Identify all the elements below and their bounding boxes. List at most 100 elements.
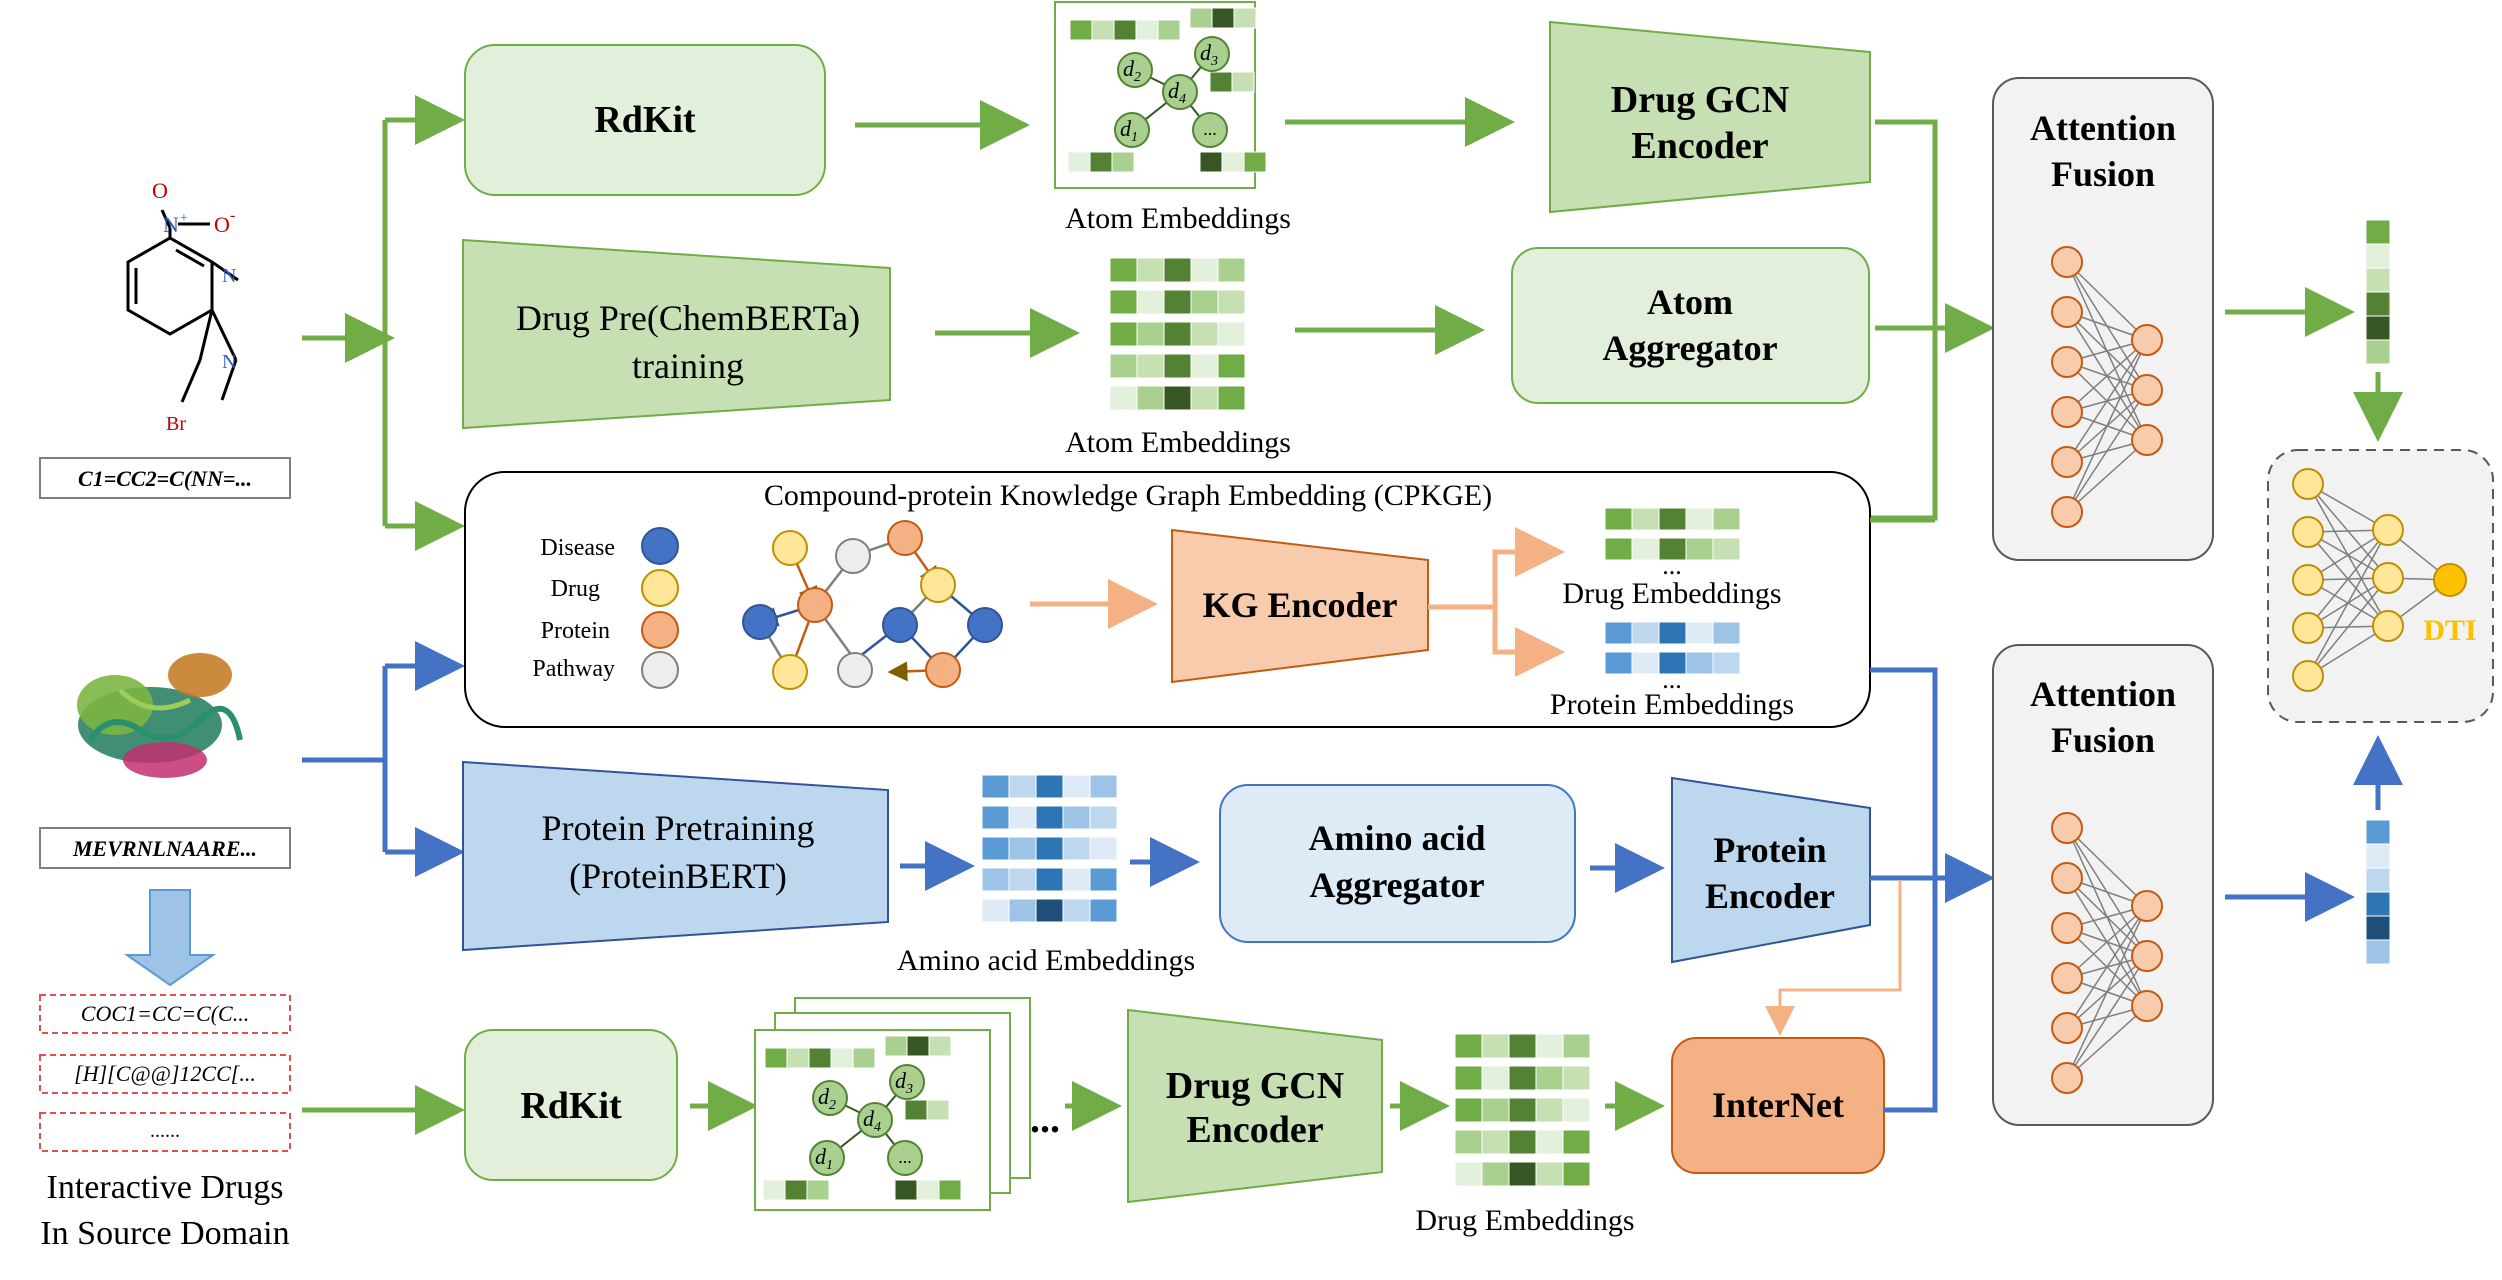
interactive-drug-smiles-1: COC1=CC=C(C... bbox=[81, 1001, 249, 1026]
drug-pretraining-label-1: Drug Pre(ChemBERTa) bbox=[516, 298, 860, 338]
source-graph-dots: ... bbox=[1030, 1096, 1060, 1141]
amino-acid-embeddings-matrix bbox=[981, 774, 1118, 923]
br-label: Br bbox=[166, 413, 186, 435]
svg-text:...: ... bbox=[898, 1147, 912, 1167]
kg-encoder-label: KG Encoder bbox=[1203, 585, 1398, 625]
kg-drug-embeddings-label: Drug Embeddings bbox=[1562, 577, 1781, 610]
attention-fusion-bottom-network bbox=[2051, 812, 2163, 1094]
atom-aggregator-label-1: Atom bbox=[1647, 282, 1733, 322]
attention-fusion-bottom-label-2: Fusion bbox=[2051, 720, 2155, 760]
kg-drug-dots: ... bbox=[1662, 551, 1682, 580]
legend-swatch-pathway bbox=[641, 651, 679, 689]
interactive-drug-box-1 bbox=[39, 994, 291, 1034]
atom-embeddings-mid-matrix bbox=[1109, 257, 1246, 411]
drug-gcn-top-label-2: Encoder bbox=[1631, 125, 1768, 167]
protein-structure-image bbox=[77, 653, 243, 778]
nitro-plus-label: + bbox=[180, 211, 188, 226]
drug-fused-vector bbox=[2365, 219, 2391, 365]
graph-node-ellipsis bbox=[1192, 112, 1228, 148]
kg-encoder-output-arrows bbox=[1428, 527, 1565, 677]
legend-swatch-disease bbox=[641, 527, 679, 565]
protein-encoder-label-1: Protein bbox=[1713, 830, 1826, 870]
drug-gcn-bottom-encoder bbox=[1127, 1008, 1383, 1204]
rdkit-bottom-label: RdKit bbox=[520, 1085, 622, 1127]
cpkge-to-protein-fusion-line bbox=[1870, 667, 1938, 880]
drug-gcn-bottom-label-2: Encoder bbox=[1186, 1109, 1323, 1151]
graph-node-d4 bbox=[1162, 74, 1198, 110]
internet-to-protein-fusion-line bbox=[1884, 880, 1938, 1113]
source-drug-embeddings-matrix bbox=[1454, 1033, 1591, 1187]
amino-acid-aggregator-label-1: Amino acid bbox=[1308, 818, 1485, 858]
attention-fusion-top-network bbox=[2051, 246, 2163, 528]
protein-encoder-label-2: Encoder bbox=[1705, 876, 1835, 916]
legend-swatch-protein bbox=[641, 611, 679, 649]
nitro-o-label: O bbox=[152, 178, 168, 203]
drug-pretraining-box bbox=[462, 238, 891, 430]
rdkit-top-box bbox=[464, 44, 826, 196]
interactive-drugs-title-2: In Source Domain bbox=[40, 1215, 289, 1252]
down-arrow-icon bbox=[123, 889, 217, 987]
rdkit-bottom-box bbox=[464, 1029, 678, 1181]
graph-node-d2 bbox=[812, 1080, 848, 1116]
cpkge-legend: Disease Drug Protein Pathway bbox=[532, 527, 679, 689]
drug-to-fusion-arrows bbox=[1870, 119, 1995, 521]
protein-pretraining-box bbox=[462, 760, 889, 952]
attention-fusion-bottom-label-1: Attention bbox=[2030, 674, 2176, 714]
internet-box bbox=[1671, 1037, 1885, 1174]
rdkit-top-label: RdKit bbox=[594, 99, 696, 141]
input-routing-arrows bbox=[302, 95, 465, 1135]
knowledge-graph-illustration bbox=[742, 520, 1003, 690]
interactive-drug-ellipsis: ...... bbox=[150, 1120, 180, 1142]
atom-embeddings-top-label: Atom Embeddings bbox=[1065, 202, 1291, 235]
protein-pretraining-label-1: Protein Pretraining bbox=[542, 808, 815, 848]
legend-label-disease: Disease bbox=[540, 535, 615, 561]
source-drug-embeddings-label: Drug Embeddings bbox=[1415, 1204, 1634, 1237]
attention-fusion-top-label-1: Attention bbox=[2030, 108, 2176, 148]
nitro-n-label: N bbox=[163, 212, 179, 237]
attention-fusion-top-label-2: Fusion bbox=[2051, 154, 2155, 194]
atom-aggregator-box bbox=[1511, 247, 1870, 404]
ring-n1-label: N bbox=[222, 265, 236, 287]
graph-node-d1 bbox=[1114, 112, 1150, 148]
drug-pretraining-label-2: training bbox=[632, 346, 744, 386]
protein-sequence-text: MEVRNLNAARE... bbox=[72, 836, 257, 861]
protein-pretraining-label-2: (ProteinBERT) bbox=[569, 856, 787, 896]
legend-swatch-drug bbox=[641, 569, 679, 607]
amino-acid-aggregator-box bbox=[1219, 784, 1576, 943]
kg-protein-dots: ... bbox=[1662, 665, 1682, 694]
smiles-box bbox=[39, 457, 291, 499]
interactive-drug-box-2 bbox=[39, 1054, 291, 1094]
drug-molecule-structure: O N + O - N N Br bbox=[126, 178, 239, 435]
drug-gcn-top-encoder bbox=[1549, 20, 1871, 214]
atom-graph-top: d2d3d4d1... bbox=[1067, 7, 1267, 173]
nitro-minus-label: - bbox=[230, 207, 235, 224]
legend-label-protein: Protein bbox=[541, 618, 610, 644]
drug-gcn-top-label-1: Drug GCN bbox=[1611, 79, 1789, 121]
interactive-drugs-title-1: Interactive Drugs bbox=[47, 1169, 284, 1206]
graph-node-ellipsis bbox=[887, 1140, 923, 1176]
kg-protein-embeddings-matrix bbox=[1604, 621, 1741, 675]
source-atom-graph: d2d3d4d1... bbox=[762, 1035, 962, 1201]
graph-node-d3 bbox=[889, 1064, 925, 1100]
kg-encoder-box bbox=[1171, 528, 1429, 684]
protein-encoder-to-internet-arrow bbox=[1765, 880, 1902, 1036]
ring-n2-label: N bbox=[222, 351, 236, 373]
dti-output-node bbox=[2433, 563, 2467, 597]
amino-acid-embeddings-label: Amino acid Embeddings bbox=[897, 944, 1195, 977]
atom-embeddings-mid-label: Atom Embeddings bbox=[1065, 426, 1291, 459]
cpkge-title: Compound-protein Knowledge Graph Embeddi… bbox=[764, 479, 1492, 512]
protein-sequence-box bbox=[39, 827, 291, 869]
protein-fused-vector bbox=[2365, 819, 2391, 965]
svg-text:...: ... bbox=[1203, 119, 1217, 139]
kg-protein-embeddings-label: Protein Embeddings bbox=[1550, 688, 1794, 721]
dti-label: DTI bbox=[2423, 614, 2476, 647]
graph-node-d4 bbox=[857, 1102, 893, 1138]
graph-node-d3 bbox=[1194, 36, 1230, 72]
legend-label-drug: Drug bbox=[551, 576, 600, 602]
nitro-o2-label: O bbox=[214, 212, 230, 237]
atom-aggregator-label-2: Aggregator bbox=[1602, 328, 1777, 368]
graph-node-d1 bbox=[809, 1140, 845, 1176]
protein-encoder-box bbox=[1671, 776, 1871, 964]
amino-acid-aggregator-label-2: Aggregator bbox=[1309, 865, 1484, 905]
